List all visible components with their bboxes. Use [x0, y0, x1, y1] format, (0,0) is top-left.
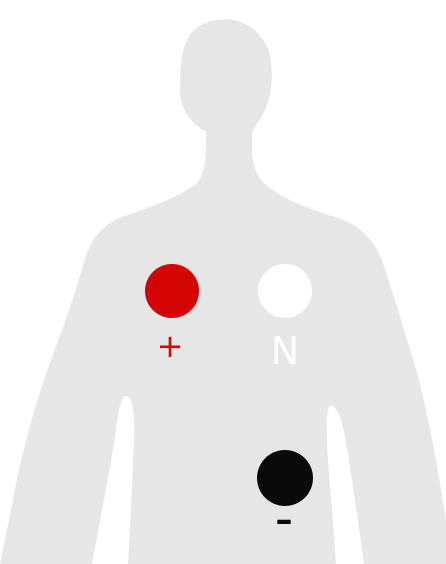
positive-electrode — [145, 264, 199, 318]
left-arm-gap — [92, 396, 135, 564]
neutral-electrode-label: N — [270, 329, 300, 373]
positive-electrode-label: + — [156, 327, 184, 365]
negative-electrode-label: – — [275, 500, 293, 540]
neutral-electrode — [258, 264, 312, 318]
negative-electrode — [257, 450, 313, 506]
torso-silhouette — [0, 19, 446, 564]
right-arm-gap — [326, 405, 364, 564]
